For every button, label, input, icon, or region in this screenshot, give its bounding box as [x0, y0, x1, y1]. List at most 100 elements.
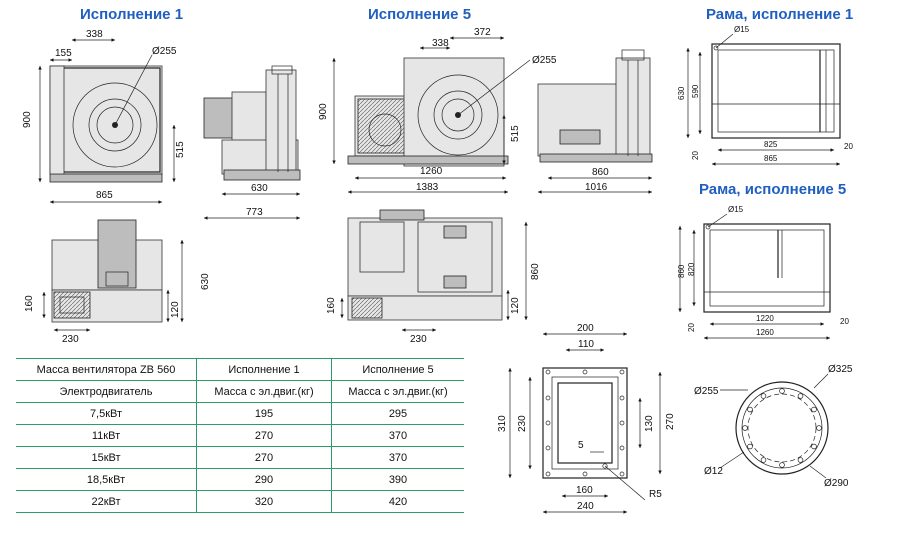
- e5-w1383: 1383: [416, 182, 439, 193]
- table-cell: Исполнение 1: [196, 358, 332, 381]
- bolt-hole: [811, 406, 817, 413]
- table-row: 7,5кВт 195 295: [16, 402, 464, 425]
- table-row: 15кВт 270 370: [16, 446, 464, 469]
- round-d325: Ø325: [828, 364, 853, 375]
- table-cell: 22кВт: [16, 490, 197, 513]
- flange-h130: 130: [644, 415, 655, 432]
- table-cell: Масса с эл.двиг.(кг): [196, 380, 332, 403]
- f5-h20: 20: [687, 323, 696, 332]
- f1-r20: 20: [844, 142, 853, 151]
- table-cell: 195: [196, 402, 332, 425]
- e1-dia255: Ø255: [152, 46, 177, 57]
- exec1-top-view: [51, 219, 163, 323]
- f5-w1220: 1220: [756, 314, 774, 323]
- e5-w860: 860: [592, 167, 609, 178]
- flange-w200: 200: [577, 323, 594, 334]
- table-cell: 295: [331, 402, 464, 425]
- e1-d338: 338: [86, 29, 103, 40]
- f5-w1260: 1260: [756, 328, 774, 337]
- table-cell: 390: [331, 468, 464, 491]
- f1-h630: 630: [677, 86, 686, 100]
- round-d12: Ø12: [704, 466, 723, 477]
- table-cell: Масса с эл.двиг.(кг): [331, 380, 464, 403]
- f5-h860: 860: [677, 264, 686, 278]
- table-cell: Масса вентилятора ZB 560: [16, 358, 197, 381]
- e5-d372: 372: [474, 27, 491, 38]
- e5-w230: 230: [410, 334, 427, 345]
- e1-h515: 515: [175, 141, 186, 158]
- flange-h310: 310: [497, 415, 508, 432]
- flange-w160: 160: [576, 485, 593, 496]
- title-exec5: Исполнение 5: [368, 6, 472, 23]
- e5-h120: 120: [510, 297, 521, 314]
- e1-h630b: 630: [200, 273, 211, 290]
- table-cell: 7,5кВт: [16, 402, 197, 425]
- e5-h515: 515: [510, 125, 521, 142]
- e5-w1016: 1016: [585, 182, 608, 193]
- bolt-hole: [797, 393, 804, 399]
- round-flange-holes: [742, 388, 822, 468]
- flange-r5: R5: [649, 489, 662, 500]
- e1-h160: 160: [24, 295, 35, 312]
- table-row: 18,5кВт 290 390: [16, 468, 464, 491]
- table-cell: Исполнение 5: [331, 358, 464, 381]
- e1-w773: 773: [246, 207, 263, 218]
- bolt-hole: [760, 393, 767, 399]
- frame5-view: [703, 223, 831, 313]
- table-cell: 15кВт: [16, 446, 197, 469]
- e1-w630: 630: [251, 183, 268, 194]
- flange-w110: 110: [578, 339, 594, 350]
- flange-h270: 270: [665, 413, 676, 430]
- round-d255: Ø255: [694, 386, 719, 397]
- table-cell: 420: [331, 490, 464, 513]
- title-exec1: Исполнение 1: [80, 6, 184, 23]
- e1-w865: 865: [96, 190, 113, 201]
- mass-table: Масса вентилятора ZB 560 Исполнение 1 Ис…: [16, 358, 464, 513]
- e5-d338: 338: [432, 38, 449, 49]
- e5-w1260: 1260: [420, 166, 443, 177]
- e1-h900: 900: [22, 111, 33, 128]
- bolt-hole: [747, 443, 753, 450]
- table-cell: 18,5кВт: [16, 468, 197, 491]
- table-row: 11кВт 270 370: [16, 424, 464, 447]
- f5-dia15: Ø15: [728, 205, 744, 214]
- table-cell: 270: [196, 424, 332, 447]
- e5-dia255: Ø255: [532, 55, 557, 66]
- flange-w240: 240: [577, 501, 594, 512]
- e5-h900: 900: [318, 103, 329, 120]
- f5-h820: 820: [687, 262, 696, 276]
- round-flange-view: [735, 381, 829, 475]
- table-row: Масса вентилятора ZB 560 Исполнение 1 Ис…: [16, 358, 464, 381]
- table-row: Электродвигатель Масса с эл.двиг.(кг) Ма…: [16, 380, 464, 403]
- frame1-view: [711, 43, 841, 139]
- bolt-hole: [747, 406, 753, 413]
- table-cell: 370: [331, 446, 464, 469]
- table-row: 22кВт 320 420: [16, 490, 464, 513]
- e1-w230: 230: [62, 334, 79, 345]
- e5-h860: 860: [530, 263, 541, 280]
- flange-h230: 230: [517, 415, 528, 432]
- f1-w865: 865: [764, 154, 778, 163]
- exec1-side-view: [203, 65, 301, 181]
- f1-w825: 825: [764, 140, 778, 149]
- flange-d5: 5: [578, 440, 584, 451]
- bolt-hole: [779, 462, 785, 468]
- table-cell: Электродвигатель: [16, 380, 197, 403]
- exec5-front-view: [347, 57, 531, 167]
- e5-h160: 160: [326, 297, 337, 314]
- exec5-top-view: [347, 209, 503, 321]
- round-d290: Ø290: [824, 478, 849, 489]
- e1-h120: 120: [170, 301, 181, 318]
- title-frame1: Рама, исполнение 1: [706, 6, 854, 23]
- f1-h590: 590: [691, 84, 700, 98]
- table-cell: 370: [331, 424, 464, 447]
- exec1-front-view: [49, 54, 163, 183]
- bolt-hole: [797, 457, 804, 463]
- table-cell: 320: [196, 490, 332, 513]
- table-cell: 11кВт: [16, 424, 197, 447]
- f1-h20: 20: [691, 151, 700, 160]
- e1-d155: 155: [55, 48, 72, 59]
- table-cell: 270: [196, 446, 332, 469]
